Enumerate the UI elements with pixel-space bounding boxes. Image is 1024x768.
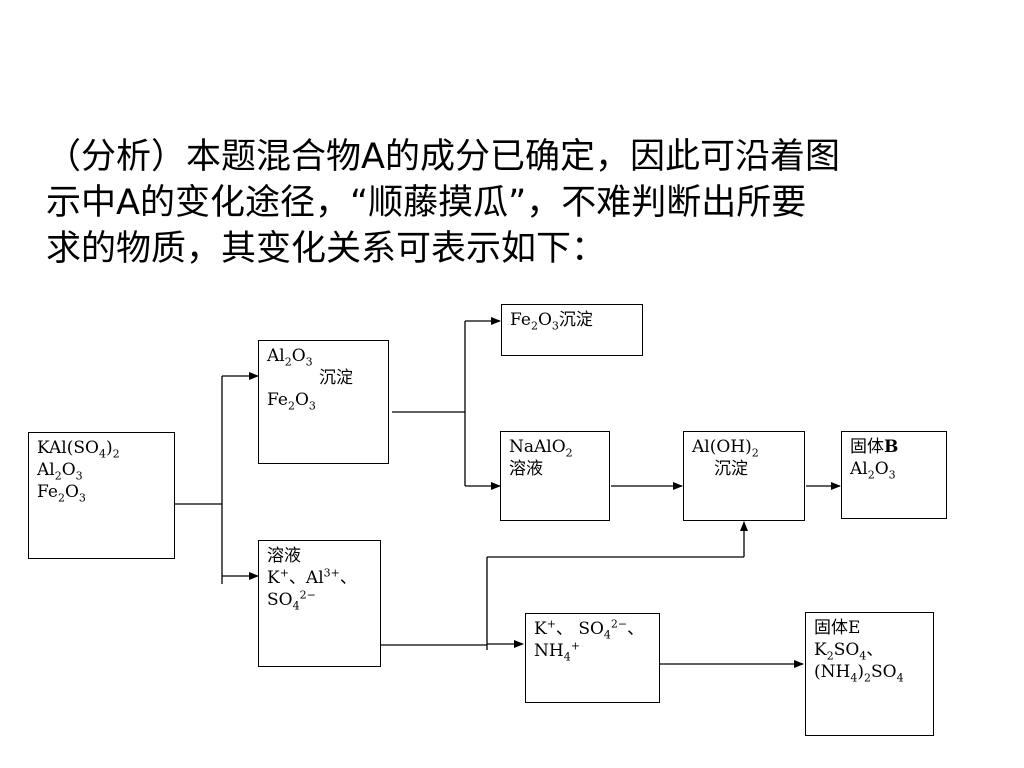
mixture-line-1: KAl(SO4)2: [37, 438, 120, 461]
fe2o3-box: Fe2O3沉淀: [501, 304, 643, 356]
solidE-line-1: 固体E: [814, 618, 861, 638]
paragraph-line-2: 示中A的变化途径，“顺藤摸瓜”，不难判断出所要: [46, 183, 807, 223]
mixture-box: KAl(SO4)2 Al2O3 Fe2O3: [28, 432, 175, 559]
naalo2-line-1: NaAlO2: [509, 437, 573, 460]
solution2-box: K+、 SO42−、 NH4+: [525, 613, 660, 703]
mixture-line-3: Fe2O3: [37, 482, 86, 505]
analysis-paragraph: （分析）本题混合物A的成分已确定，因此可沿着图 示中A的变化途径，“顺藤摸瓜”，…: [46, 134, 976, 272]
solution1-box: 溶液 K+、Al3+、 SO42−: [258, 540, 381, 667]
solidB-line-2: Al2O3: [850, 459, 896, 482]
precipitate-box: Al2O3 沉淀 Fe2O3: [258, 340, 389, 464]
naalo2-line-2: 溶液: [509, 459, 543, 479]
fe2o3-line: Fe2O3沉淀: [510, 310, 593, 333]
paragraph-line-3: 求的物质，其变化关系可表示如下：: [46, 229, 607, 269]
aloh-line-2: 沉淀: [714, 459, 748, 479]
solidE-line-3: (NH4)2SO4: [814, 662, 904, 685]
solidE-box: 固体E K2SO4、 (NH4)2SO4: [805, 612, 934, 736]
solidE-line-2: K2SO4、: [814, 640, 884, 663]
solution1-line-3: SO42−: [267, 588, 316, 613]
aloh-box: Al(OH)2 沉淀: [683, 431, 805, 521]
solidB-line-1: 固体B: [850, 437, 899, 457]
solution1-line-1: 溶液: [267, 546, 301, 566]
solidB-box: 固体B Al2O3: [841, 431, 947, 519]
solution2-line-2: NH4+: [534, 639, 580, 664]
mixture-line-2: Al2O3: [37, 460, 83, 483]
solution2-line-1: K+、 SO42−、: [534, 617, 645, 642]
precipitate-line-3: Fe2O3: [267, 390, 316, 413]
naalo2-box: NaAlO2 溶液: [500, 431, 610, 521]
precipitate-line-1: Al2O3: [267, 346, 313, 369]
aloh-line-1: Al(OH)2: [692, 437, 759, 460]
solution1-line-2: K+、Al3+、: [267, 566, 357, 588]
precipitate-line-2: 沉淀: [319, 368, 353, 388]
paragraph-line-1: （分析）本题混合物A的成分已确定，因此可沿着图: [46, 137, 840, 177]
